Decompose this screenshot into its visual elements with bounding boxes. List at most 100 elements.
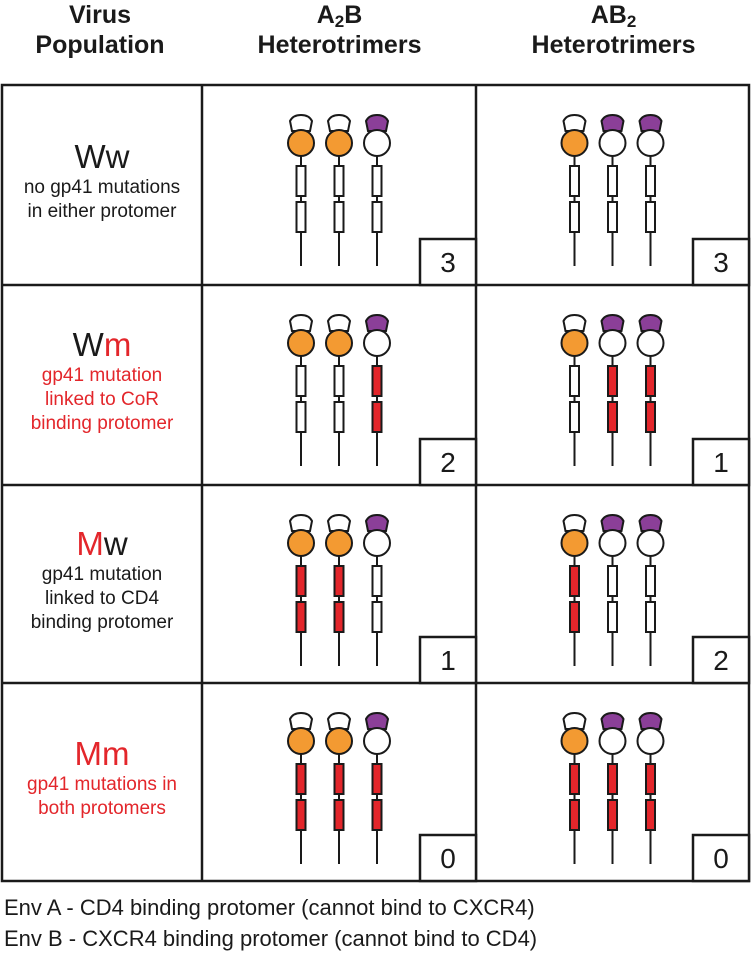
protomer-a2b-r2-3-head xyxy=(363,329,391,357)
population-code: Mm xyxy=(3,735,201,773)
protomer-ab2-r3-3-cap xyxy=(638,513,663,532)
protomer-a2b-r3-3-head xyxy=(363,529,391,557)
protomer-a2b-r2-2-segment-upper xyxy=(333,365,345,397)
protomer-ab2-r1-2-head xyxy=(598,129,627,157)
protomer-a2b-r1-2-segment-lower xyxy=(333,201,345,233)
population-description-line-1: no gp41 mutations xyxy=(23,177,181,198)
protomer-a2b-r2-3-cap xyxy=(364,313,390,332)
legend-env-b: Env B - CXCR4 binding protomer (cannot b… xyxy=(4,926,538,951)
protomer-ab2-r4-3-segment-upper xyxy=(645,763,656,795)
protomer-ab2-r4-2-head xyxy=(598,727,627,755)
header-a2b-line1: A2B xyxy=(316,1,363,31)
protomer-a2b-r2-2-head xyxy=(325,329,353,357)
protomer-ab2-r4-3-cap xyxy=(638,711,663,730)
protomer-a2b-r1-1-head xyxy=(287,129,315,157)
protomer-a2b-r1-2-head xyxy=(325,129,353,157)
header-ab2-line2: Heterotrimers xyxy=(531,31,696,59)
protomer-ab2-r4-2-cap xyxy=(600,711,625,730)
protomer-ab2-r3-1-segment-lower xyxy=(569,601,580,633)
protomer-ab2-r4-1-segment-lower xyxy=(569,799,580,831)
protomer-ab2-r1-2-cap xyxy=(600,113,625,132)
protomer-a2b-r2-2-segment-lower xyxy=(333,401,345,433)
population-code: Mw xyxy=(3,525,201,563)
count-value-ab2-r1: 3 xyxy=(713,247,729,278)
protomer-ab2-r1-3-head xyxy=(636,129,665,157)
protomer-ab2-r2-1-segment-lower xyxy=(569,401,580,433)
count-box-ab2-r2 xyxy=(691,437,751,487)
protomer-a2b-r1-3-head xyxy=(363,129,391,157)
population-description-line-1: gp41 mutations in xyxy=(27,774,177,795)
protomer-ab2-r3-1-segment-upper xyxy=(569,565,580,597)
protomer-ab2-r3-1-head xyxy=(560,529,589,557)
header-virus-population: Virus Population xyxy=(0,0,200,60)
protomer-a2b-r4-3-segment-lower xyxy=(371,799,383,831)
count-value-a2b-r4: 0 xyxy=(440,843,456,874)
protomer-ab2-r2-3-segment-upper xyxy=(645,365,656,397)
header-a2b-line2: Heterotrimers xyxy=(257,31,422,59)
protomer-a2b-r3-2-head xyxy=(325,529,353,557)
protomer-ab2-r4-3-segment-lower xyxy=(645,799,656,831)
protomer-ab2-r2-1-segment-upper xyxy=(569,365,580,397)
protomer-ab2-r3-2-segment-upper xyxy=(607,565,618,597)
protomer-a2b-r2-1-cap xyxy=(288,313,314,332)
protomer-a2b-r1-1-cap xyxy=(288,113,314,132)
protomer-a2b-r3-1-segment-lower xyxy=(295,601,307,633)
protomer-a2b-r4-2-segment-upper xyxy=(333,763,345,795)
count-value-a2b-r1: 3 xyxy=(440,247,456,278)
protomer-a2b-r4-2-segment-lower xyxy=(333,799,345,831)
protomer-ab2-r4-1-segment-upper xyxy=(569,763,580,795)
protomer-a2b-r1-2-segment-upper xyxy=(333,165,345,197)
legend-env-a: Env A - CD4 binding protomer (cannot bin… xyxy=(4,895,535,920)
protomer-ab2-r2-3-segment-lower xyxy=(645,401,656,433)
protomer-a2b-r4-1-head xyxy=(287,727,315,755)
protomer-ab2-r2-3-head xyxy=(636,329,665,357)
protomer-a2b-r4-1-segment-lower xyxy=(295,799,307,831)
population-code-second: w xyxy=(103,525,128,562)
count-box-ab2-r4 xyxy=(691,833,751,883)
protomer-ab2-r2-1-cap xyxy=(562,313,587,332)
protomer-ab2-r3-3-segment-upper xyxy=(645,565,656,597)
protomer-ab2-r2-2-segment-upper xyxy=(607,365,618,397)
protomer-a2b-r3-3-segment-upper xyxy=(371,565,383,597)
count-value-a2b-r3: 1 xyxy=(440,645,456,676)
header-virus-line2: Population xyxy=(35,31,165,59)
protomer-a2b-r3-3-segment-lower xyxy=(371,601,383,633)
header-a2b: A2B Heterotrimers xyxy=(203,0,476,60)
protomer-ab2-r1-1-segment-lower xyxy=(569,201,580,233)
protomer-ab2-r3-2-head xyxy=(598,529,627,557)
population-code: Ww xyxy=(3,138,201,176)
count-value-a2b-r2: 2 xyxy=(440,447,456,478)
protomer-a2b-r2-2-cap xyxy=(326,313,352,332)
count-box-a2b-r1 xyxy=(418,237,478,287)
population-description-line-1: gp41 mutation xyxy=(41,564,163,585)
protomer-ab2-r2-2-segment-lower xyxy=(607,401,618,433)
count-box-a2b-r4 xyxy=(418,833,478,883)
population-code-second: m xyxy=(103,326,132,363)
population-description-line-2: linked to CD4 xyxy=(44,588,160,609)
population-code-first: W xyxy=(72,326,104,363)
population-code-first: M xyxy=(76,525,104,562)
protomer-a2b-r3-1-segment-upper xyxy=(295,565,307,597)
protomer-a2b-r4-3-cap xyxy=(364,711,390,730)
count-value-ab2-r4: 0 xyxy=(713,843,729,874)
protomer-ab2-r4-1-head xyxy=(560,727,589,755)
protomer-ab2-r3-2-segment-lower xyxy=(607,601,618,633)
protomer-ab2-r1-1-cap xyxy=(562,113,587,132)
protomer-ab2-r3-2-cap xyxy=(600,513,625,532)
header-ab2-line1: AB2 xyxy=(590,1,637,31)
protomer-ab2-r4-1-cap xyxy=(562,711,587,730)
count-box-ab2-r1 xyxy=(691,237,751,287)
protomer-a2b-r2-1-segment-upper xyxy=(295,365,307,397)
protomer-ab2-r2-1-head xyxy=(560,329,589,357)
protomer-a2b-r3-2-segment-lower xyxy=(333,601,345,633)
protomer-a2b-r4-2-cap xyxy=(326,711,352,730)
count-box-ab2-r3 xyxy=(691,635,751,685)
population-description-line-3: binding protomer xyxy=(30,612,174,633)
protomer-ab2-r3-3-segment-lower xyxy=(645,601,656,633)
protomer-a2b-r4-3-head xyxy=(363,727,391,755)
